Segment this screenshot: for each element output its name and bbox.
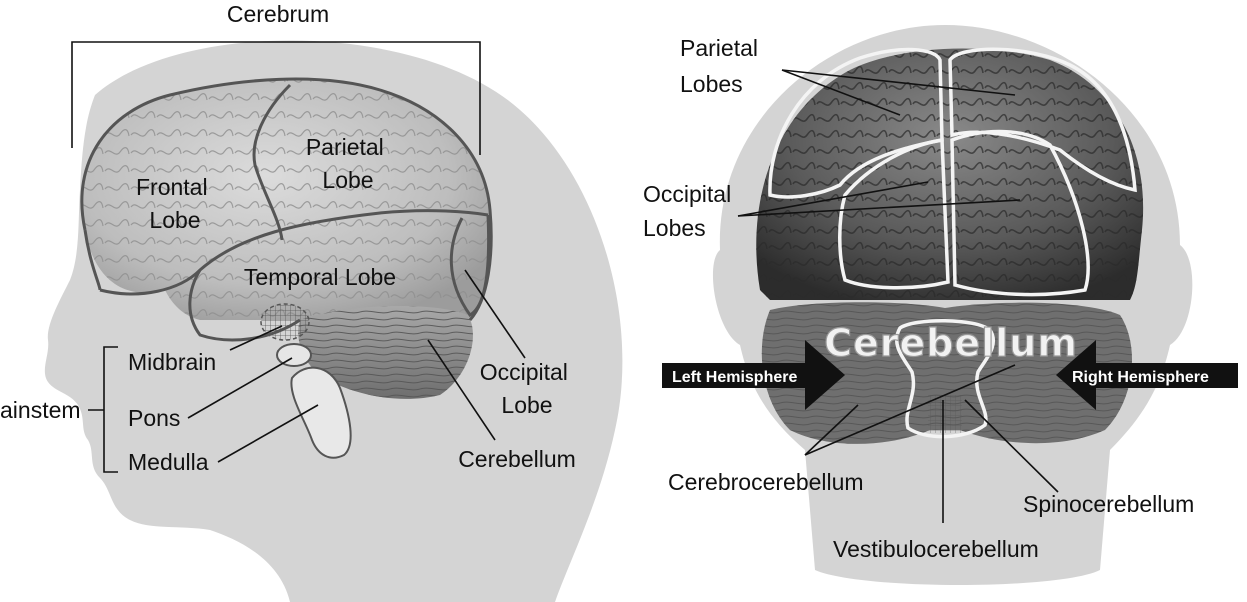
brainstem-bracket <box>88 346 118 473</box>
right-figure-posterior: Parietal Lobes Occipital Lobes Cerebellu… <box>643 25 1238 585</box>
label-cerebellum-title: Cerebellum <box>824 321 1078 365</box>
cerebro-leader-right <box>804 364 1016 456</box>
label-parietal-lobe: Parietal Lobe <box>306 134 390 193</box>
occipital-leader-left <box>737 181 929 217</box>
label-left-hemisphere: Left Hemisphere <box>672 369 797 386</box>
label-midbrain: Midbrain <box>128 349 216 375</box>
label-parietal-lobes: Parietal Lobes <box>680 35 764 97</box>
pons-leader <box>187 357 293 419</box>
label-brainstem: ainstem <box>0 397 81 423</box>
cerebrum-bracket <box>71 41 481 155</box>
label-occipital-lobe: Occipital Lobe <box>480 359 575 418</box>
label-frontal-lobe: Frontal Lobe <box>136 174 214 233</box>
label-occipital-lobes: Occipital Lobes <box>643 181 738 241</box>
pons-shape <box>276 343 312 367</box>
central-sulcus <box>252 83 292 241</box>
occipital-lobe-left-outline <box>838 137 950 290</box>
label-cerebrocerebellum: Cerebrocerebellum <box>668 469 864 495</box>
label-cerebellum: Cerebellum <box>458 446 576 472</box>
cerebrum-outline <box>80 77 493 322</box>
temporal-lobe-outline <box>188 269 301 342</box>
label-medulla: Medulla <box>128 449 209 475</box>
occipital-lobe-outline <box>449 214 491 317</box>
occipital-lobe-right-outline <box>950 129 1090 297</box>
vestibulo-zone <box>928 395 962 433</box>
label-vestibulocerebellum: Vestibulocerebellum <box>833 536 1039 562</box>
label-temporal-lobe: Temporal Lobe <box>244 264 396 290</box>
label-cerebrum: Cerebrum <box>227 1 329 27</box>
occipital-leader-right <box>737 199 1021 217</box>
medulla-shape <box>290 366 352 459</box>
midbrain-leader <box>229 325 283 351</box>
frontal-lobe-outline <box>83 229 102 291</box>
occipital-leader <box>464 269 526 359</box>
label-spinocerebellum: Spinocerebellum <box>1023 491 1194 517</box>
cerebro-leader-left <box>804 404 859 456</box>
label-pons: Pons <box>128 405 180 431</box>
lateral-sulcus <box>99 209 489 296</box>
spino-leader <box>964 399 1059 493</box>
vermis-outline <box>894 319 996 439</box>
parietal-leader-right <box>781 69 1016 96</box>
parietal-leader-left <box>781 69 901 116</box>
cerebellum-leader <box>427 339 496 441</box>
left-figure-sagittal: Cerebrum Frontal Lobe Parietal Lobe Temp… <box>0 1 623 602</box>
parietal-lobe-right-outline <box>948 47 1137 193</box>
label-right-hemisphere: Right Hemisphere <box>1072 369 1209 386</box>
medulla-leader <box>217 404 319 463</box>
parietal-lobe-left-outline <box>768 47 944 199</box>
right-hemisphere-arrow <box>1056 340 1238 410</box>
left-hemisphere-arrow <box>662 340 845 410</box>
